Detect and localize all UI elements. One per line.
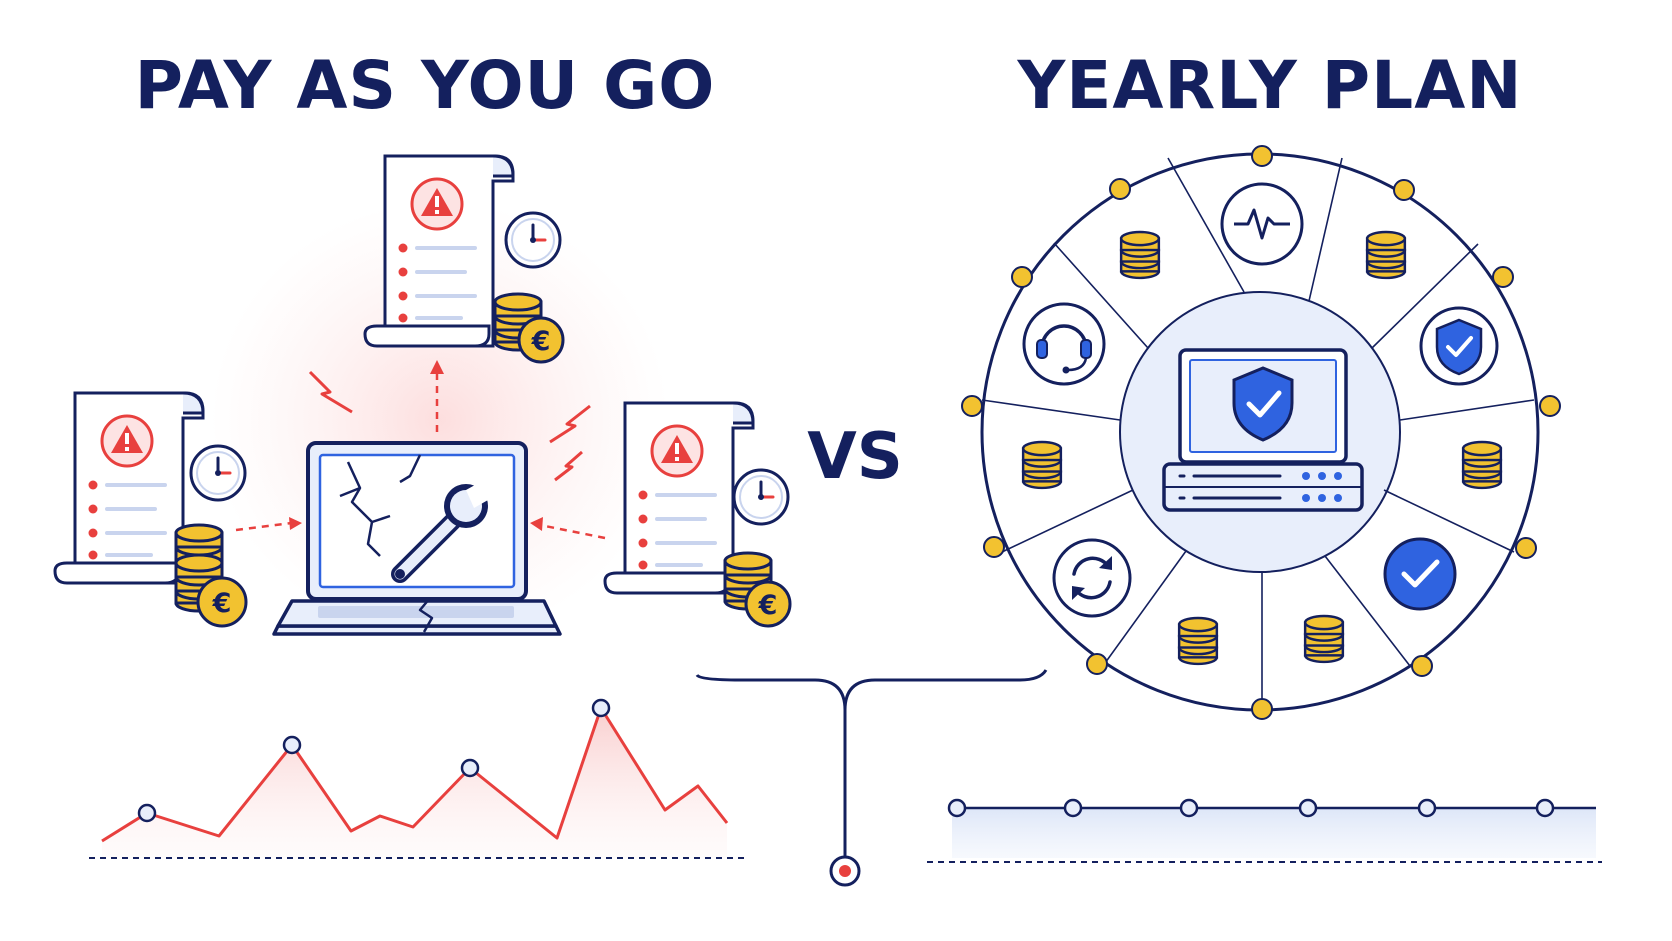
- euro-coin-icon: [517, 316, 565, 364]
- clock-icon: [504, 211, 562, 269]
- plan-chart-points: [947, 798, 1555, 818]
- pay-as-you-go-illustration: € € €: [53, 154, 792, 859]
- right-title: YEARLY PLAN: [1016, 47, 1522, 124]
- check-circle-icon: [1383, 537, 1457, 611]
- clock-icon: [732, 468, 790, 526]
- broken-laptop-icon: [272, 441, 562, 636]
- cost-chart-line: [101, 706, 729, 843]
- shield-check-icon: [1419, 306, 1499, 386]
- lightning-icons: [308, 370, 591, 482]
- coins-icon: [1177, 616, 1219, 666]
- vs-label: VS: [807, 420, 903, 494]
- wheel-rim-nodes: [961, 145, 1561, 720]
- left-title: PAY AS YOU GO: [135, 47, 716, 124]
- wheel-spokes: [981, 157, 1535, 710]
- cost-chart-points: [137, 698, 611, 823]
- bill-top: €: [363, 154, 565, 364]
- plan-chart-fill: [952, 808, 1596, 858]
- euro-symbol: €: [758, 590, 778, 621]
- coins-icon: [1365, 230, 1407, 280]
- coins-icon: [1021, 440, 1063, 490]
- bill-right: €: [603, 401, 792, 628]
- clock-icon: [189, 444, 247, 502]
- wrench-icon: [391, 480, 488, 583]
- euro-coin-icon: [196, 576, 248, 628]
- server-icon: [1162, 462, 1364, 512]
- protected-laptop-icon: [1178, 348, 1348, 464]
- headset-icon: [1022, 302, 1106, 386]
- refresh-icon: [1052, 538, 1132, 618]
- heartbeat-icon: [1220, 182, 1304, 266]
- euro-symbol: €: [531, 326, 551, 357]
- plan-stability-chart: [927, 798, 1602, 863]
- coins-icon: [1461, 440, 1503, 490]
- cost-chart-fill: [102, 708, 727, 858]
- coins-icon: [1303, 614, 1345, 664]
- bill-left: €: [53, 391, 248, 628]
- center-connector: [695, 669, 1048, 856]
- coins-icon: [1119, 230, 1161, 280]
- euro-symbol: €: [212, 588, 232, 619]
- euro-coin-icon: [744, 580, 792, 628]
- yearly-plan-wheel: [961, 145, 1561, 720]
- cost-volatility-chart: [89, 698, 745, 859]
- dashed-arrows: [235, 372, 606, 540]
